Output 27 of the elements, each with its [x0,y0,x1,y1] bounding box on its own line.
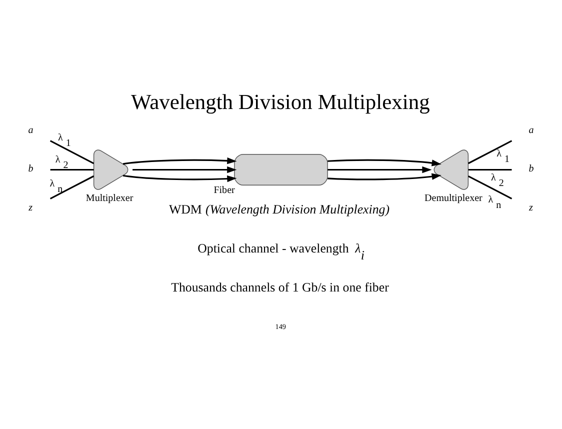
label: Thousands channels of 1 Gb/s in one fiber [171,280,389,295]
node-triangle [93,150,128,190]
node-text: a [28,125,34,136]
arrow [122,174,237,182]
connector [50,140,94,164]
node-triangle [434,150,469,190]
node-label: Fiber [214,185,235,196]
node-text: a [528,125,534,136]
connector [468,168,512,171]
diagram-title: Wavelength Division Multiplexing [131,90,430,114]
node-label: Demultiplexer [424,193,482,204]
arrow [328,173,442,180]
connector [50,168,94,171]
node-box [234,154,328,186]
node-text: b [28,164,34,175]
arrow [132,166,237,174]
connector [50,175,94,200]
node-text: z [529,202,533,214]
arrow [328,166,432,174]
node-label: Multiplexer [86,193,134,204]
arrow [328,159,442,166]
node-text: b [528,164,534,175]
connector [468,175,512,200]
arrow [122,157,237,165]
label: WDM (Wavelength Division Multiplexing) [168,202,390,217]
node-text: z [28,202,33,214]
connector [468,140,512,164]
